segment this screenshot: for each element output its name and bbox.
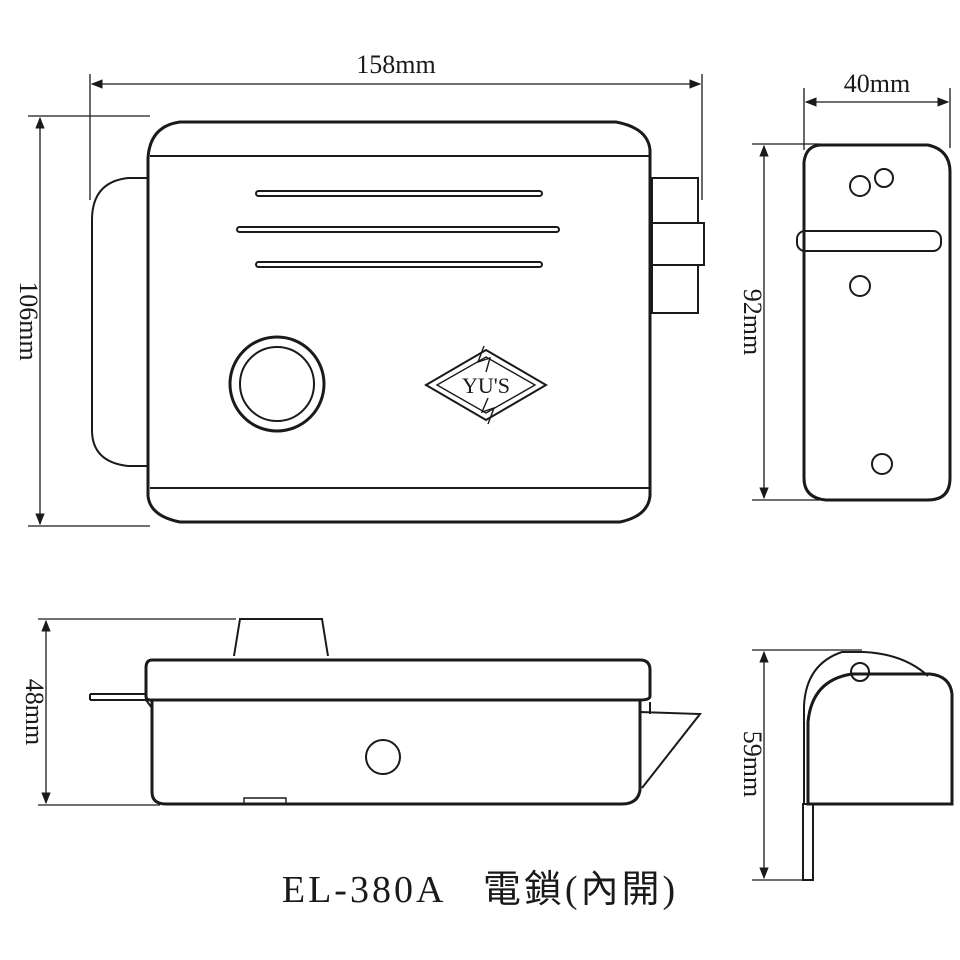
bottom-top-knob [233,618,329,657]
side-width-label: 40mm [844,69,910,98]
end-pivot [850,662,870,682]
bottom-height-label: 48mm [20,679,49,745]
logo-text: YU'S [462,373,510,398]
side-height-label: 92mm [738,289,767,355]
bottom-lid [144,658,652,702]
drawing-caption: EL-380A 電鎖(內開) [0,858,960,913]
side-hole-2 [874,168,894,188]
front-view: 158mm 106mm YU'S [14,50,705,527]
side-plate-outline [802,143,952,502]
front-vent-slot-3 [255,261,543,268]
bottom-strike-tongue [639,702,703,789]
bottom-view: 48mm [20,618,703,806]
front-release-button-outer [228,335,326,433]
front-left-backplate [91,177,148,467]
front-bolt-top [651,177,699,224]
front-vent-slot-1 [255,190,543,197]
side-hole-4 [871,453,893,475]
front-bolt-middle [651,222,705,266]
front-vent-slot-2 [236,226,560,233]
side-hole-3 [849,275,871,297]
bottom-hole [365,739,401,775]
bottom-housing [150,700,642,806]
front-bolt-bottom [651,264,699,314]
end-view: 59mm [738,649,954,881]
front-release-button-inner [239,346,315,422]
side-latch-bar [796,230,942,252]
front-body-outline [146,120,652,524]
yus-logo: YU'S [424,345,548,425]
front-height-label: 106mm [14,281,43,360]
end-mounting-leg [802,803,814,881]
caption-name: 電鎖(內開) [482,869,679,911]
end-height-label: 59mm [738,731,767,797]
side-hole-1 [849,175,871,197]
side-view: 40mm 92mm [738,69,952,502]
bottom-notch [243,797,287,804]
end-front-cover [806,672,954,806]
bottom-wire-lead [89,693,153,709]
caption-model: EL-380A [281,869,445,911]
front-width-label: 158mm [356,50,435,79]
end-rear-plate [803,651,929,804]
